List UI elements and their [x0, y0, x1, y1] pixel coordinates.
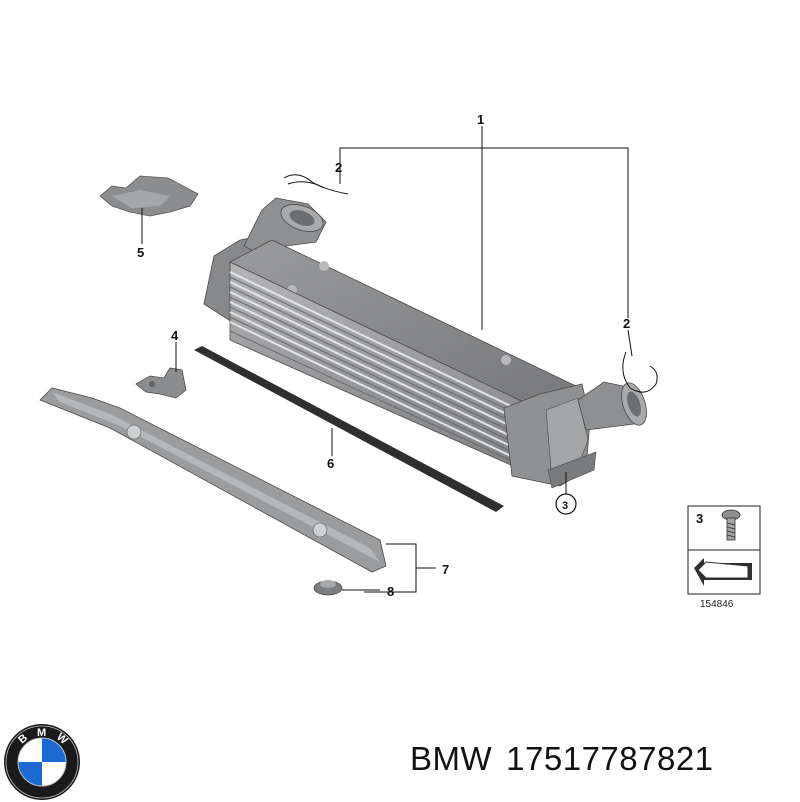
- callout-2-lower: 2: [623, 316, 630, 331]
- seal-strip-part-6: [194, 346, 504, 512]
- intercooler-part-1: [203, 197, 647, 489]
- callout-7: 7: [442, 562, 449, 577]
- brand-name: BMW: [410, 740, 493, 777]
- bmw-logo-icon: B M W: [4, 724, 80, 800]
- part-number: 17517787821: [506, 740, 714, 777]
- screw-icon: [721, 509, 741, 541]
- callout-4: 4: [171, 328, 179, 343]
- callout-8: 8: [387, 584, 394, 599]
- air-guide-part-7: [39, 387, 387, 573]
- leader-lines: [141, 126, 633, 593]
- bracket-part-4: [135, 367, 187, 399]
- location-arrow-icon: [694, 558, 752, 586]
- callout-5: 5: [137, 245, 144, 260]
- callout-2-upper: 2: [335, 160, 342, 175]
- svg-text:M: M: [37, 727, 46, 739]
- hose-clamp-part-2-lower: [622, 351, 658, 393]
- diagram-number: 154846: [700, 599, 734, 610]
- clip-part-8: [313, 580, 343, 596]
- callouts: 1 2 2 5 4 6 7 8 3: [137, 112, 630, 599]
- legend-item-number: 3: [696, 511, 703, 526]
- callout-6: 6: [327, 456, 334, 471]
- callout-1: 1: [477, 112, 484, 127]
- bracket-part-5: [99, 175, 199, 217]
- callout-3: 3: [555, 493, 577, 515]
- legend-box: 3 154846: [687, 505, 761, 610]
- svg-text:3: 3: [562, 500, 568, 512]
- part-title: BMW 17517787821: [410, 740, 728, 778]
- hose-clamp-part-2-upper: [283, 174, 349, 195]
